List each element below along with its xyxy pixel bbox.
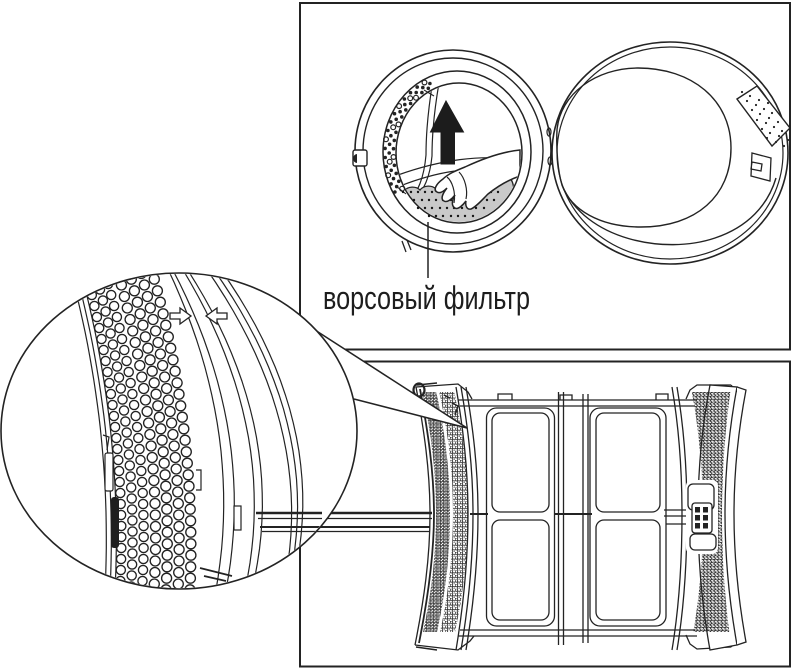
svg-text:ворсовый фильтр: ворсовый фильтр xyxy=(323,280,530,316)
